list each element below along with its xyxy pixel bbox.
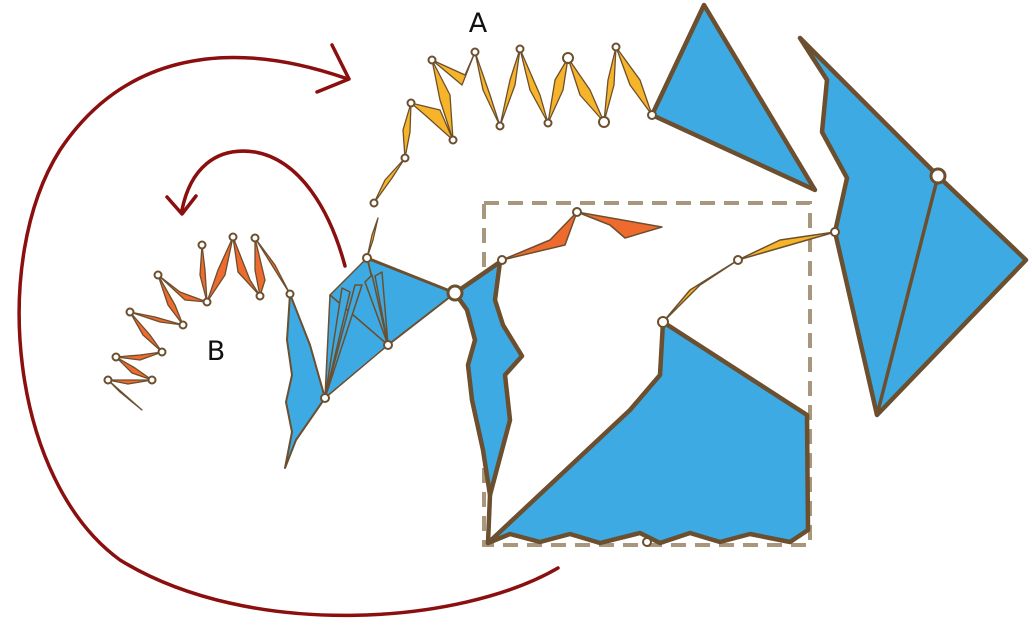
large-bottom-piece	[485, 319, 811, 546]
orange-inner-strip	[501, 211, 663, 261]
fan-pieces	[324, 256, 457, 399]
hinge-points	[103, 42, 947, 547]
large-arrowhead-icon	[315, 43, 351, 94]
top-triangle-piece	[649, 2, 818, 193]
right-piece	[797, 35, 1029, 418]
orange-chain-b	[107, 236, 291, 411]
label-b: B	[207, 336, 226, 367]
yellow-chain-a	[366, 46, 653, 259]
label-a: A	[469, 8, 488, 39]
right-piece-inner-edge	[875, 174, 940, 417]
narrow-left-piece	[452, 259, 525, 498]
small-arrowhead-icon	[165, 194, 198, 216]
small-curved-arrow-icon	[180, 149, 347, 268]
jagged-left-piece	[284, 293, 326, 469]
narrow-piece-bottom-edge	[485, 492, 493, 546]
large-curved-arrow-icon	[17, 55, 560, 618]
